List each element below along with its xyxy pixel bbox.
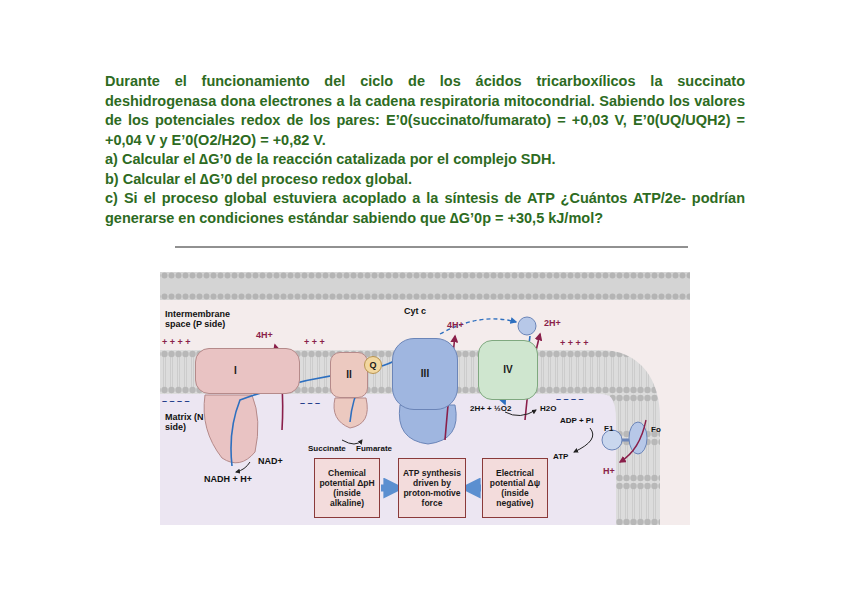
diagram-label: – – – –: [556, 394, 584, 404]
diagram-label: Fumarate: [356, 444, 392, 454]
complex-shape: III: [392, 338, 458, 410]
box-text: ATP synthesis driven by proton-motive fo…: [402, 468, 462, 508]
diagram-label: ATP: [553, 452, 568, 462]
question-text: Durante el funcionamiento del ciclo de l…: [105, 72, 745, 228]
block-arrow: [381, 485, 396, 492]
diagram-label: Succinate: [308, 444, 346, 454]
complex-shape: II: [330, 352, 368, 398]
complex-label: Q: [369, 359, 376, 371]
diagram-label: NAD+: [258, 456, 283, 466]
diagram-label: Fo: [651, 425, 661, 435]
diagram-label: 4H+: [447, 320, 464, 330]
diagram-label: 4H+: [256, 330, 273, 340]
box-text: Electrical potential Δψ (inside negative…: [486, 468, 544, 508]
block-arrow: [468, 485, 481, 492]
question-heading: Durante el funcionamiento del ciclo de l…: [105, 72, 745, 150]
complex-label: II: [346, 369, 352, 381]
question-item: c) Si el proceso global estuviera acopla…: [105, 189, 745, 228]
question-item: a) Calcular el ∆G’0 de la reacción catal…: [105, 150, 745, 170]
diagram-label: NADH + H+: [204, 474, 252, 484]
diagram-label: 2H+ + ½O2: [470, 404, 511, 414]
diagram-label: Matrix (N side): [165, 412, 205, 432]
diagram-label: H+: [603, 466, 615, 476]
diagram-label: – – –: [300, 398, 320, 408]
complex-label: III: [421, 368, 429, 380]
complex-shape: Q: [364, 356, 382, 374]
diagram-label: H2O: [540, 404, 556, 414]
complex-label: I: [234, 365, 237, 377]
concept-box: ATP synthesis driven by proton-motive fo…: [398, 458, 466, 518]
diagram-label: + + + +: [162, 337, 191, 347]
diagram-label: + + +: [304, 337, 325, 347]
complex-shape: IV: [478, 340, 538, 400]
diagram-label: – – – –: [162, 396, 190, 406]
diagram-label: F1: [604, 424, 613, 434]
diagram-label: + + + +: [560, 338, 589, 348]
diagram-label: Cyt c: [404, 306, 426, 316]
diagram-label: Intermembrane space (P side): [165, 309, 245, 329]
diagram-label: ADP + Pi: [560, 416, 593, 426]
concept-box: Chemical potential ΔpH (inside alkaline): [314, 458, 380, 518]
concept-box: Electrical potential Δψ (inside negative…: [482, 458, 548, 518]
complex-shape: I: [195, 348, 300, 394]
box-text: Chemical potential ΔpH (inside alkaline): [318, 468, 376, 508]
diagram-label: 2H+: [544, 318, 561, 328]
question-item: b) Calcular el ∆G’0 del proceso redox gl…: [105, 170, 745, 190]
complex-label: IV: [503, 364, 512, 376]
